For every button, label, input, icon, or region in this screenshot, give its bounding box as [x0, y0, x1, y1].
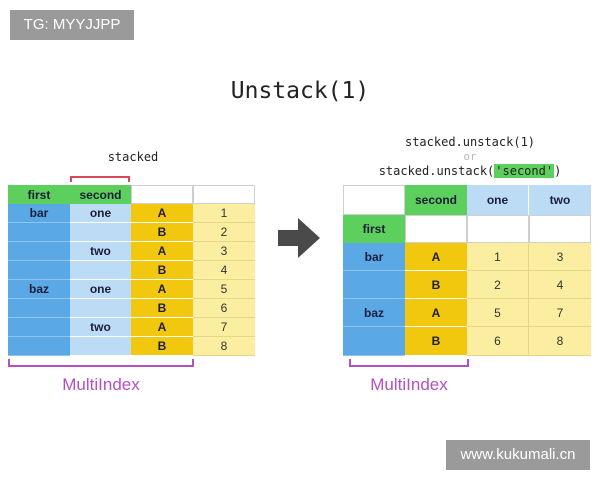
value-cell: 5	[193, 280, 255, 299]
value-cell: 3	[529, 243, 591, 271]
column-header-two: two	[529, 185, 591, 215]
second-label-cell: one	[70, 204, 131, 223]
code-line-2-suffix: )	[554, 164, 562, 178]
first-blank-cell	[8, 261, 70, 280]
right-multiindex-bracket	[349, 359, 469, 367]
first-blank-cell	[8, 242, 70, 261]
header-empty	[529, 215, 591, 243]
left-multiindex-bracket	[8, 359, 194, 367]
watermark-top-left: TG: MYYJJPP	[10, 10, 134, 40]
first-label-cell: baz	[8, 280, 70, 299]
value-cell: 8	[529, 327, 591, 356]
first-blank-cell	[8, 318, 70, 337]
second-label-cell: one	[70, 280, 131, 299]
value-cell: 4	[193, 261, 255, 280]
second-blank-cell	[70, 223, 131, 242]
value-cell: 3	[193, 242, 255, 261]
letter-cell: A	[131, 204, 193, 223]
stacked-bracket	[70, 176, 130, 182]
header-second: second	[70, 185, 131, 204]
second-label-cell: two	[70, 318, 131, 337]
letter-cell: B	[131, 337, 193, 356]
first-blank-cell	[8, 299, 70, 318]
value-cell: 1	[467, 243, 529, 271]
first-label-cell: baz	[343, 299, 405, 327]
letter-cell: B	[131, 261, 193, 280]
right-multiindex-label: MultiIndex	[370, 375, 448, 394]
right-arrow-icon	[278, 218, 320, 258]
letter-cell: B	[131, 223, 193, 242]
second-label-cell: two	[70, 242, 131, 261]
value-cell: 1	[193, 204, 255, 223]
column-header-one: one	[467, 185, 529, 215]
watermark-bottom-right: www.kukumali.cn	[446, 440, 590, 470]
second-blank-cell	[70, 261, 131, 280]
code-line-2-arg: 'second'	[494, 164, 555, 178]
letter-cell: A	[405, 243, 467, 271]
value-cell: 2	[193, 223, 255, 242]
second-blank-cell	[70, 337, 131, 356]
header-second: second	[405, 185, 467, 215]
first-blank-cell	[343, 271, 405, 299]
letter-cell: A	[131, 242, 193, 261]
value-cell: 6	[193, 299, 255, 318]
header-empty	[131, 185, 193, 204]
first-blank-cell	[8, 223, 70, 242]
code-line-2: stacked.unstack('second')	[360, 164, 580, 178]
code-line-1: stacked.unstack(1)	[404, 135, 536, 149]
letter-cell: A	[405, 299, 467, 327]
header-empty	[405, 215, 467, 243]
first-blank-cell	[8, 337, 70, 356]
header-empty	[193, 185, 255, 204]
value-cell: 6	[467, 327, 529, 356]
header-empty	[467, 215, 529, 243]
value-cell: 5	[467, 299, 529, 327]
letter-cell: B	[405, 327, 467, 356]
first-blank-cell	[343, 327, 405, 356]
stacked-label: stacked	[107, 150, 159, 164]
diagram-title: Unstack(1)	[230, 78, 370, 104]
header-first: first	[343, 215, 405, 243]
value-cell: 8	[193, 337, 255, 356]
code-line-2-prefix: stacked.unstack(	[378, 164, 495, 178]
first-label-cell: bar	[343, 243, 405, 271]
first-label-cell: bar	[8, 204, 70, 223]
second-blank-cell	[70, 299, 131, 318]
letter-cell: B	[131, 299, 193, 318]
letter-cell: A	[131, 318, 193, 337]
value-cell: 7	[529, 299, 591, 327]
left-multiindex-label: MultiIndex	[62, 375, 140, 394]
letter-cell: A	[131, 280, 193, 299]
value-cell: 2	[467, 271, 529, 299]
value-cell: 7	[193, 318, 255, 337]
value-cell: 4	[529, 271, 591, 299]
corner-empty	[343, 185, 405, 215]
header-first: first	[8, 185, 70, 204]
code-or: or	[463, 150, 477, 163]
letter-cell: B	[405, 271, 467, 299]
